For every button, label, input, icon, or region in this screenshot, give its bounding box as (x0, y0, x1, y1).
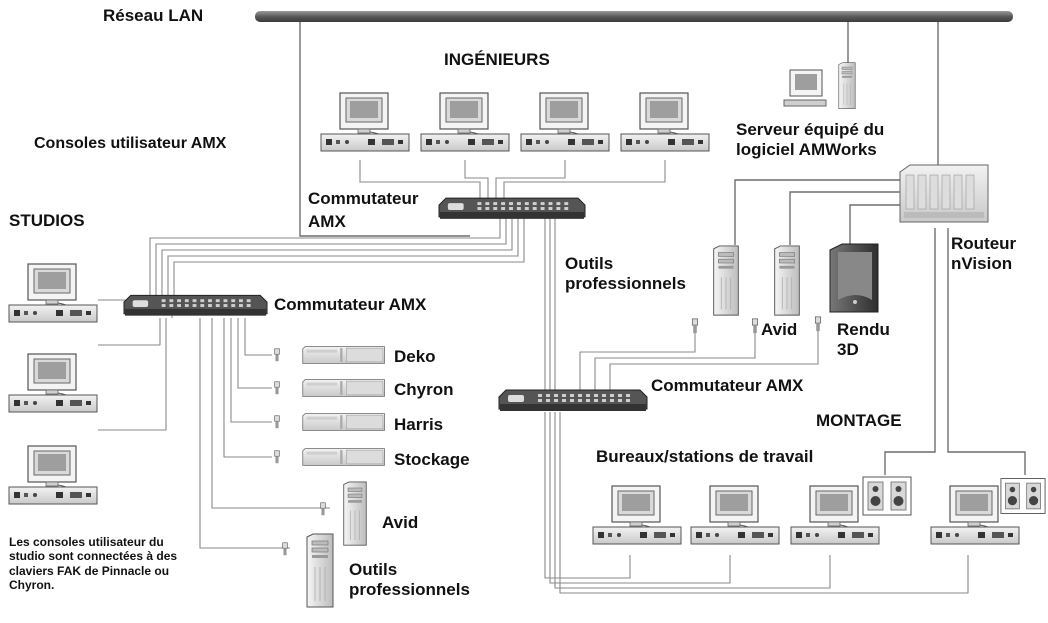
router-label: Routeur nVision (951, 234, 1017, 273)
storage-label: Stockage (394, 450, 470, 469)
desks-label: Bureaux/stations de travail (596, 447, 814, 466)
avid-right-label: Avid (761, 320, 798, 339)
pro-tools-top-label: Outils professionnels (565, 254, 686, 293)
computer-monitor-icon (320, 92, 410, 152)
router-chassis-icon (899, 164, 989, 223)
rack-units (274, 346, 385, 466)
kvm-switch-right-icon (498, 389, 648, 412)
kvm-switch-left-icon (123, 294, 268, 317)
editing-heading: MONTAGE (816, 411, 902, 430)
rack-unit-deko-icon (302, 346, 385, 364)
studio-note: Les consoles utilisateur du studio sont … (9, 535, 178, 593)
switch-right-label: Commutateur AMX (651, 376, 804, 395)
connection-lines (98, 22, 1026, 594)
chyron-label: Chyron (394, 380, 454, 399)
harris-label: Harris (394, 415, 444, 434)
engineers-heading: INGÉNIEURS (444, 50, 550, 69)
computer-monitor-icon (420, 92, 510, 152)
tower-pc-avid-left-icon (343, 481, 367, 546)
switch-left-label: Commutateur AMX (274, 295, 427, 314)
pro-tools-bottom-label: Outils professionnels (349, 560, 470, 599)
computer-monitor-icon (690, 485, 780, 545)
engineer-workstations (320, 92, 710, 152)
studio-workstations (8, 263, 98, 505)
kvm-switch-top-icon (438, 197, 586, 220)
computer-monitor-icon (620, 92, 710, 152)
computer-monitor-icon (8, 445, 98, 505)
tower-pc-avid-right-icon (774, 245, 800, 316)
computer-monitor-icon (8, 353, 98, 413)
render-tower-icon (829, 243, 879, 313)
rack-unit-chyron-icon (302, 379, 385, 397)
amx-consoles-label: Consoles utilisateur AMX (34, 135, 227, 152)
rack-unit-harris-icon (302, 413, 385, 431)
render-3d-label: Rendu 3D (837, 320, 890, 359)
avid-left-label: Avid (382, 513, 419, 532)
computer-monitor-icon (8, 263, 98, 323)
server-monitor-icon (783, 69, 827, 107)
rack-unit-storage-icon (302, 448, 385, 466)
tower-pc-icon (838, 62, 856, 110)
tower-pc-protools-icon (306, 533, 334, 608)
server (783, 62, 856, 110)
computer-monitor-icon (592, 485, 682, 545)
lan-backbone (255, 11, 1013, 22)
switch-top-label: Commutateur AMX (308, 189, 419, 231)
studios-heading: STUDIOS (9, 211, 85, 230)
tower-pc-protools-right-icon (713, 245, 739, 316)
deko-label: Deko (394, 347, 436, 366)
desk-workstations (592, 485, 1020, 545)
computer-monitor-icon (520, 92, 610, 152)
speaker-pair-icon (862, 476, 912, 516)
server-label: Serveur équipé du logiciel AMWorks (736, 120, 885, 159)
lan-label: Réseau LAN (103, 6, 204, 25)
speaker-pair-icon (1000, 477, 1046, 515)
